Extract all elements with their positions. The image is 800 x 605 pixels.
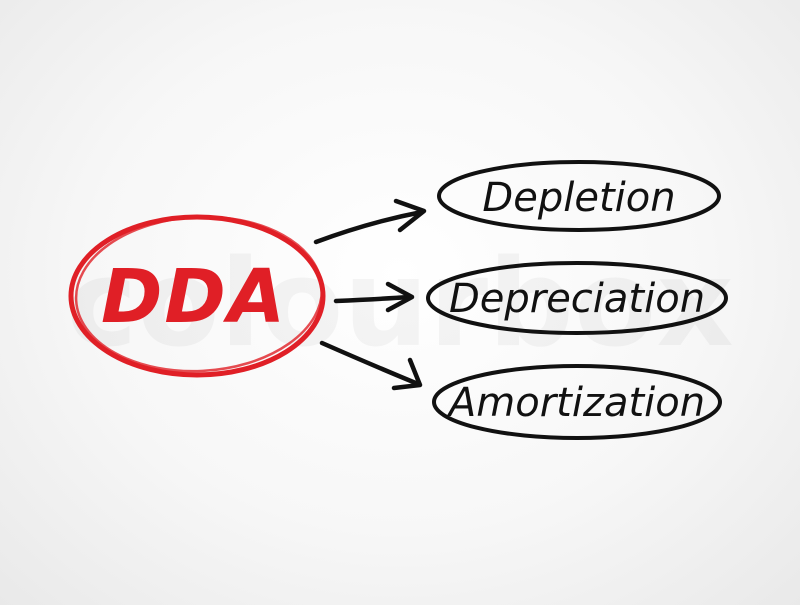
arrow-to-depletion [313, 198, 427, 245]
branch-label-depletion: Depletion [482, 175, 675, 221]
branch-ellipse-depreciation [426, 261, 728, 335]
connector-arrows [313, 198, 427, 391]
branch-label-depreciation: Depreciation [449, 276, 705, 322]
branch-label-amortization: Amortization [446, 380, 705, 426]
root-ellipse-overstroke [74, 215, 324, 373]
branch-node-depreciation: Depreciation [426, 261, 728, 335]
arrow-to-depreciation [333, 281, 415, 313]
arrow-to-amortization [319, 340, 423, 391]
branch-ellipse-amortization [432, 364, 722, 440]
root-label: DDA [101, 254, 287, 340]
branch-ellipse-depletion [437, 160, 721, 232]
root-node: DDA [68, 214, 326, 378]
branch-node-depletion: Depletion [437, 160, 721, 232]
branch-node-amortization: Amortization [432, 364, 722, 440]
